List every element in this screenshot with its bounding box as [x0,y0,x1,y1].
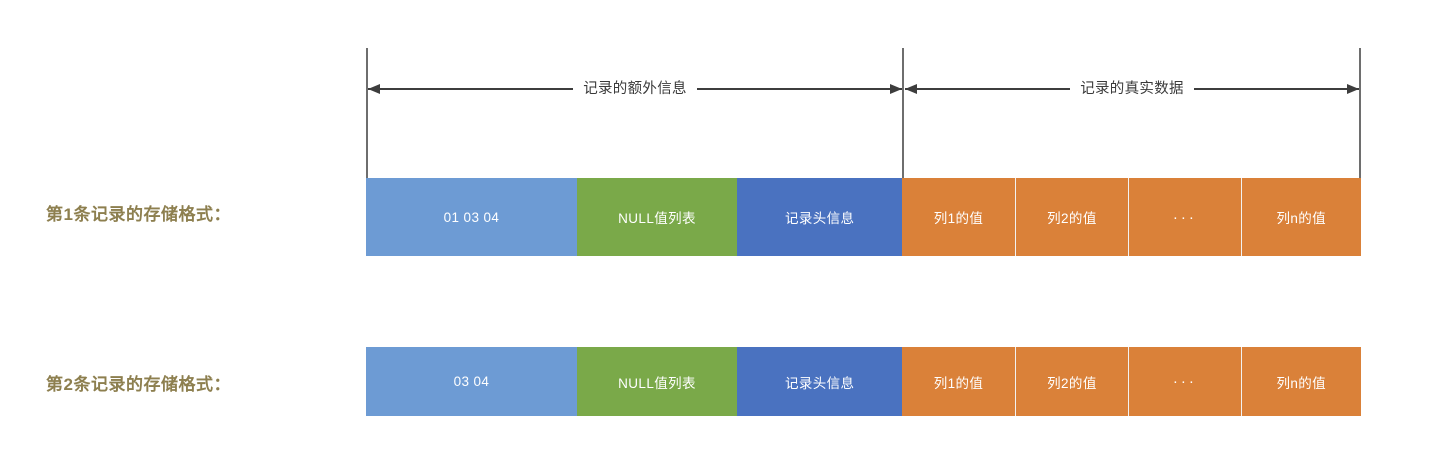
arrow-left-icon [368,84,380,94]
cell-column-ellipsis: ··· [1128,347,1241,416]
cell-null-value-list: NULL值列表 [576,178,738,256]
cell-null-value-list: NULL值列表 [576,347,738,416]
record-bar-1: 01 03 04 NULL值列表 记录头信息 列1的值 列2的值 ··· 列n的… [366,178,1361,256]
cell-column-1-value: 列1的值 [902,347,1015,416]
cell-column-2-value: 列2的值 [1014,178,1129,256]
span-line-left [905,84,1071,94]
arrow-right-icon [1347,84,1360,94]
cell-column-1-value: 列1的值 [902,178,1015,256]
span-label-extra-info: 记录的额外信息 [583,80,687,97]
record-bar-2: 03 04 NULL值列表 记录头信息 列1的值 列2的值 ··· 列n的值 [366,347,1361,416]
cell-variable-length-list: 01 03 04 [366,178,577,256]
cell-column-n-value: 列n的值 [1240,347,1361,416]
cell-variable-length-list: 03 04 [366,347,577,416]
cell-column-2-value: 列2的值 [1014,347,1129,416]
guide-line-middle [902,48,904,180]
cell-record-header: 记录头信息 [737,178,903,256]
cell-record-header: 记录头信息 [737,347,903,416]
span-real-data: 记录的真实数据 [905,80,1360,98]
guide-line-left [366,48,368,180]
row-label-record-1: 第1条记录的存储格式： [46,205,231,224]
span-line-right [1193,84,1360,94]
row-label-record-2: 第2条记录的存储格式： [46,375,231,394]
span-label-real-data: 记录的真实数据 [1080,80,1184,97]
cell-column-n-value: 列n的值 [1240,178,1361,256]
cell-column-ellipsis: ··· [1128,178,1241,256]
span-extra-info: 记录的额外信息 [368,80,903,98]
span-line-left [368,84,574,94]
arrow-right-icon [890,84,903,94]
arrow-left-icon [905,84,917,94]
guide-line-right [1359,48,1361,180]
span-line-right [696,84,903,94]
